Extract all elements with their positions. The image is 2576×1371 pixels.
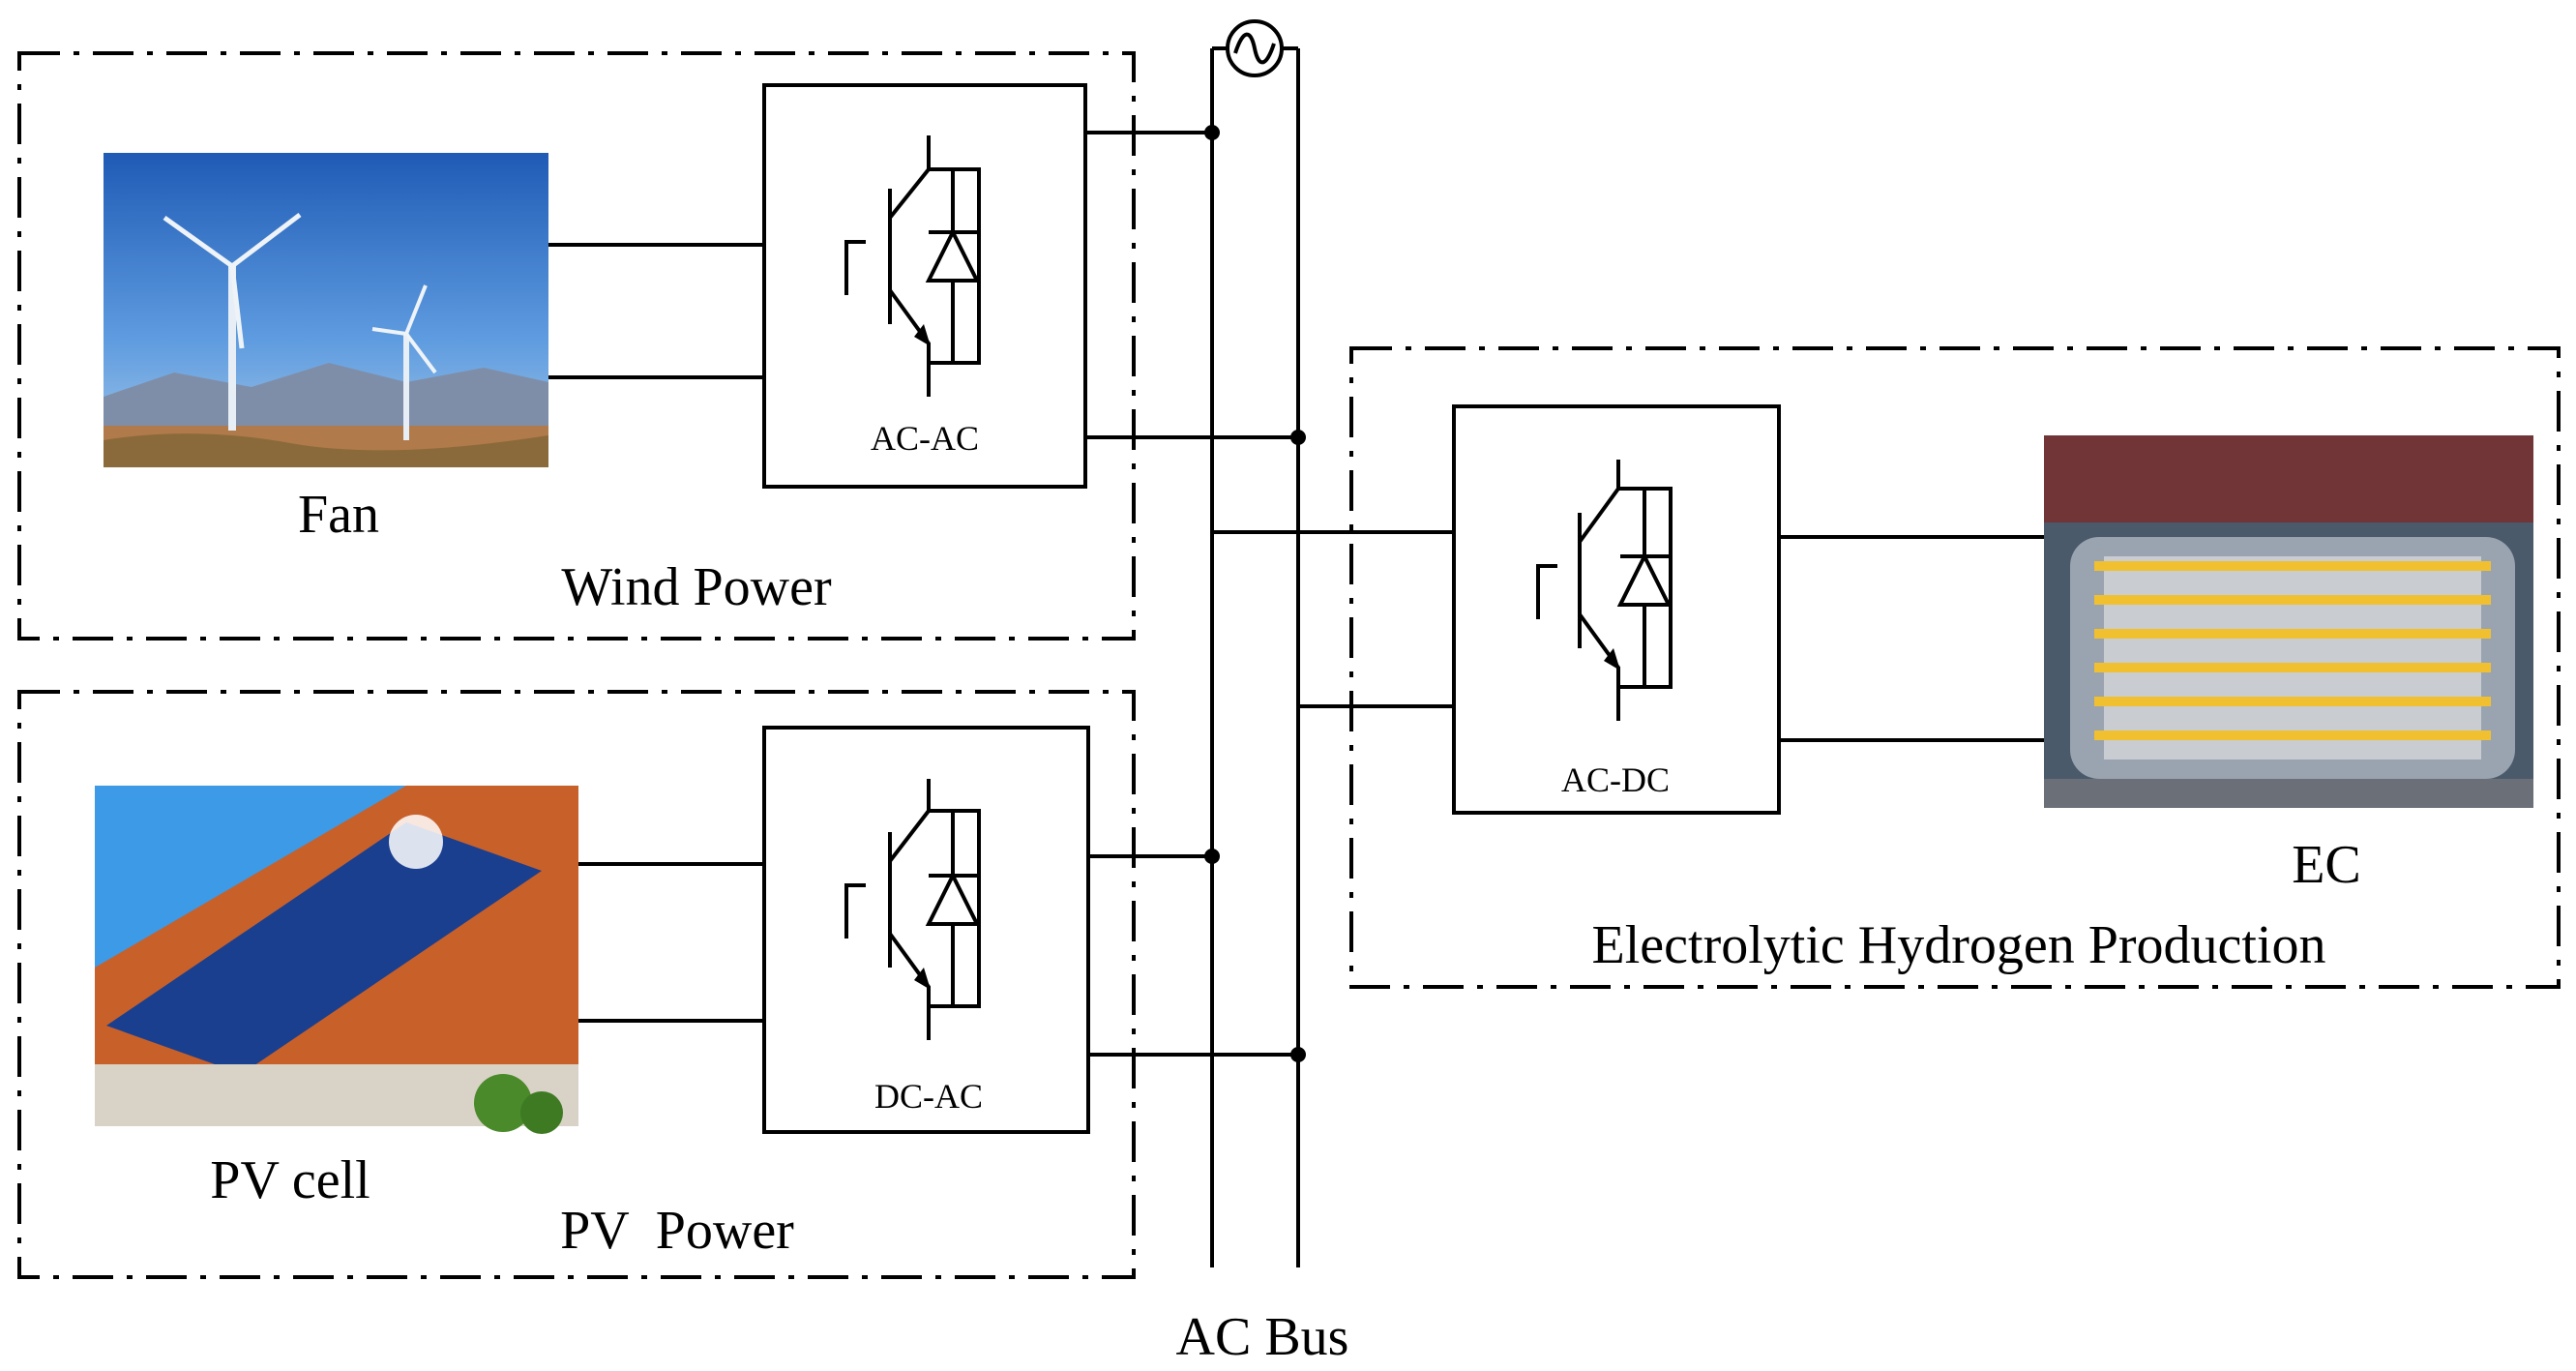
wind-turbine-image: [104, 153, 548, 467]
igbt-diode-icon: [1536, 460, 1673, 721]
dc-ac-converter: [762, 726, 1090, 1134]
ac-dc-converter: [1452, 404, 1781, 815]
igbt-diode-icon: [844, 135, 981, 397]
pv-cell-label: PV cell: [210, 1150, 370, 1210]
pv-power-group: [17, 690, 1136, 1279]
ac-ac-label: AC-AC: [871, 419, 979, 458]
ac-ac-converter: [762, 83, 1087, 489]
electrolytic-group: [1349, 346, 2561, 989]
electrolytic-label: Electrolytic Hydrogen Production: [1592, 915, 2326, 975]
pv-power-label: PV Power: [560, 1201, 794, 1261]
ac-dc-label: AC-DC: [1561, 760, 1670, 799]
pv-cell-image: [95, 786, 578, 1134]
wind-power-label: Wind Power: [561, 557, 832, 617]
fan-label: Fan: [298, 485, 379, 545]
igbt-diode-icon: [844, 779, 981, 1040]
ec-label: EC: [2292, 835, 2361, 895]
electrolyzer-image: [2044, 435, 2533, 808]
bus-junctions: [1204, 125, 1306, 1062]
wind-power-group: [17, 51, 1136, 641]
dc-ac-label: DC-AC: [874, 1077, 983, 1116]
ac-bus-label: AC Bus: [1176, 1307, 1349, 1367]
ac-source-icon: [1212, 19, 1298, 77]
